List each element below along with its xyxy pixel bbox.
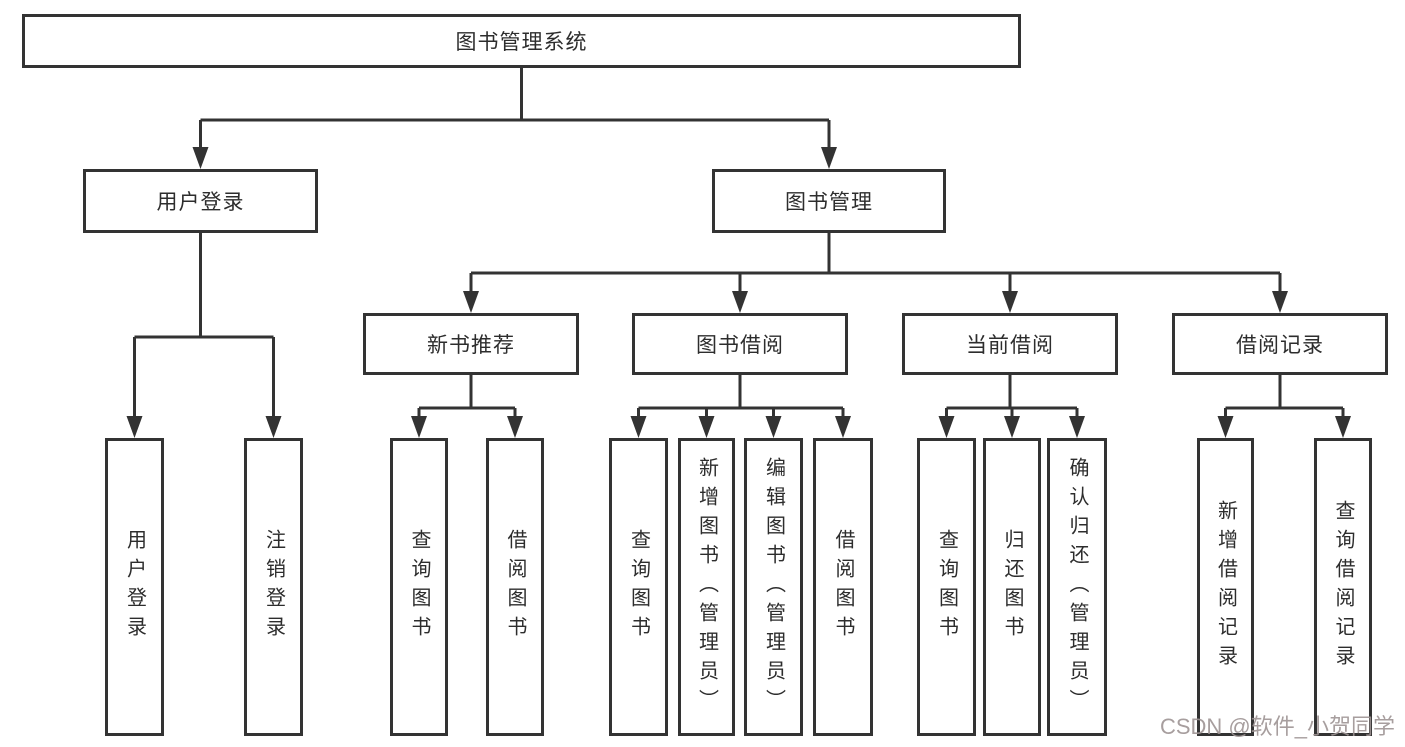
leaf-logout: 注销登录 <box>244 438 303 736</box>
node-book-management: 图书管理 <box>712 169 946 233</box>
arrowhead-icon <box>698 416 715 438</box>
leaf-cb-return-book: 归还图书 <box>983 438 1041 736</box>
leaf-user-login: 用户登录 <box>105 438 164 736</box>
leaf-nbr-query-book: 查询图书 <box>390 438 448 736</box>
arrowhead-icon <box>411 416 427 438</box>
arrowhead-icon <box>938 416 955 438</box>
leaf-bb-edit-book-admin: 编辑图书（管理员） <box>744 438 803 736</box>
node-book-borrowing: 图书借阅 <box>632 313 848 375</box>
node-new-book-recommend: 新书推荐 <box>363 313 579 375</box>
arrowhead-icon <box>192 147 209 169</box>
node-current-borrowing: 当前借阅 <box>902 313 1118 375</box>
leaf-br-add-record: 新增借阅记录 <box>1197 438 1254 736</box>
arrowhead-icon <box>1069 416 1085 438</box>
arrowhead-icon <box>732 291 748 313</box>
leaf-cb-confirm-return-admin: 确认归还（管理员） <box>1047 438 1107 736</box>
arrowhead-icon <box>265 416 282 438</box>
node-user-login: 用户登录 <box>83 169 318 233</box>
leaf-bb-query-book: 查询图书 <box>609 438 668 736</box>
arrowhead-icon <box>1004 416 1020 438</box>
arrowhead-icon <box>507 416 523 438</box>
arrowhead-icon <box>835 416 851 438</box>
arrowhead-icon <box>765 416 782 438</box>
leaf-bb-borrow-book: 借阅图书 <box>813 438 873 736</box>
leaf-cb-query-book: 查询图书 <box>917 438 976 736</box>
arrowhead-icon <box>1335 416 1351 438</box>
node-borrowing-records: 借阅记录 <box>1172 313 1388 375</box>
arrowhead-icon <box>1217 416 1234 438</box>
arrowhead-icon <box>1002 291 1018 313</box>
leaf-br-query-record: 查询借阅记录 <box>1314 438 1372 736</box>
arrowhead-icon <box>1272 291 1288 313</box>
arrowhead-icon <box>463 291 479 313</box>
node-root: 图书管理系统 <box>22 14 1021 68</box>
arrowhead-icon <box>126 416 143 438</box>
arrowhead-icon <box>821 147 837 169</box>
leaf-nbr-borrow-book: 借阅图书 <box>486 438 544 736</box>
arrowhead-icon <box>630 416 647 438</box>
leaf-bb-add-book-admin: 新增图书（管理员） <box>678 438 735 736</box>
connector-path <box>133 68 1345 421</box>
